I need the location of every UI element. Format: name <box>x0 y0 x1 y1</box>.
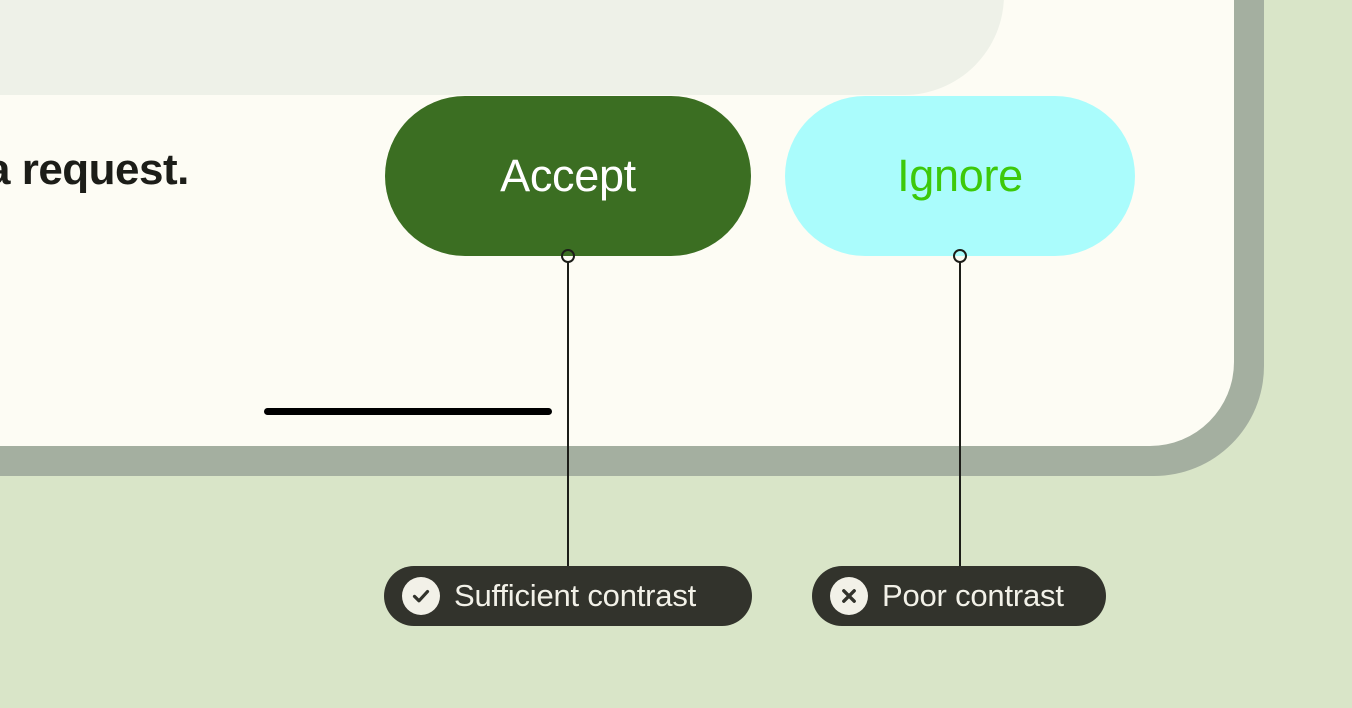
ignore-button[interactable]: Ignore <box>785 96 1135 256</box>
callout-anchor-dot <box>561 249 575 263</box>
callout-leader-line <box>567 262 569 574</box>
x-circle-icon <box>830 577 868 615</box>
callout-anchor-dot <box>953 249 967 263</box>
annotation-label: Poor contrast <box>882 578 1064 613</box>
annotation-label: Sufficient contrast <box>454 578 697 613</box>
message-panel-actions <box>0 0 1004 95</box>
accept-button[interactable]: Accept <box>385 96 751 256</box>
check-circle-icon <box>402 577 440 615</box>
annotation-poor-contrast: Poor contrast <box>812 566 1106 626</box>
message-text: a request. <box>0 145 189 194</box>
callout-leader-line <box>959 262 961 574</box>
annotation-sufficient-contrast: Sufficient contrast <box>384 566 752 626</box>
home-indicator <box>264 408 552 415</box>
